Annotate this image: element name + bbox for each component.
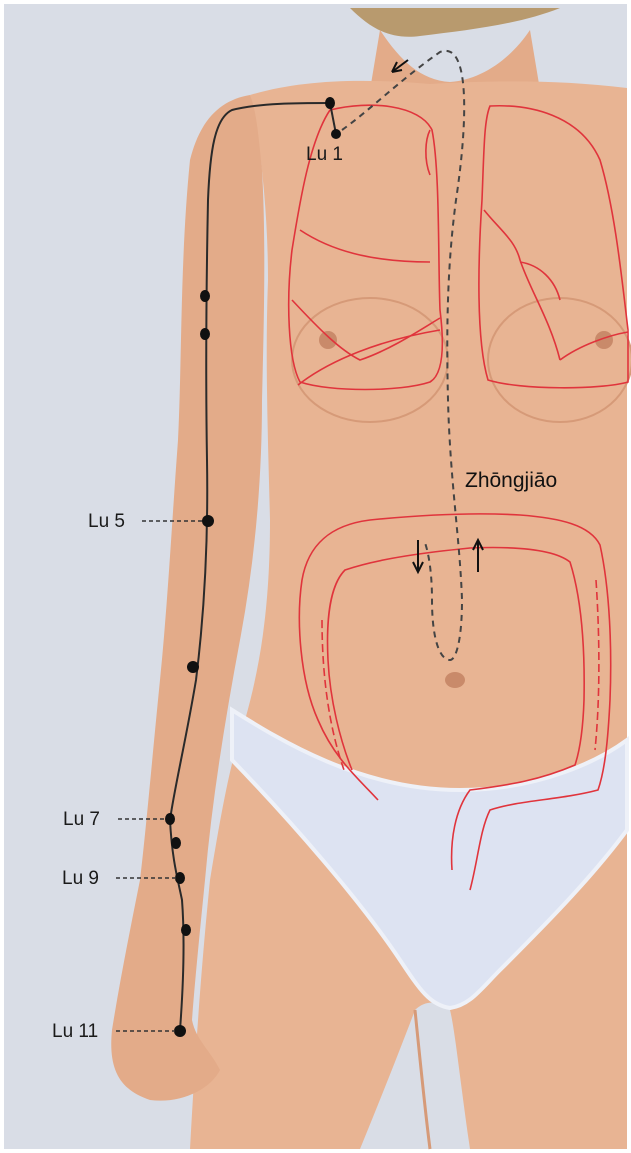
point-lu7: [165, 813, 175, 825]
label-middle-burner: Zhōngjiāo: [465, 470, 557, 491]
label-lu1: Lu 1: [306, 145, 343, 164]
label-lu5: Lu 5: [88, 512, 125, 531]
point-lu11: [174, 1025, 186, 1037]
point-lu4: [200, 328, 210, 340]
point-lu8: [171, 837, 181, 849]
label-lu7: Lu 7: [63, 810, 100, 829]
point-lu5: [202, 515, 214, 527]
label-lu9: Lu 9: [62, 869, 99, 888]
point-lu9: [175, 872, 185, 884]
navel: [445, 672, 465, 688]
point-lu10: [181, 924, 191, 936]
point-lu2: [325, 97, 335, 109]
nipple-left: [319, 331, 337, 349]
point-lu1: [331, 129, 341, 139]
body-figure: [111, 8, 631, 1149]
label-lu11: Lu 11: [52, 1022, 98, 1041]
point-lu6: [187, 661, 199, 673]
point-lu3: [200, 290, 210, 302]
breast-left: [292, 298, 448, 422]
